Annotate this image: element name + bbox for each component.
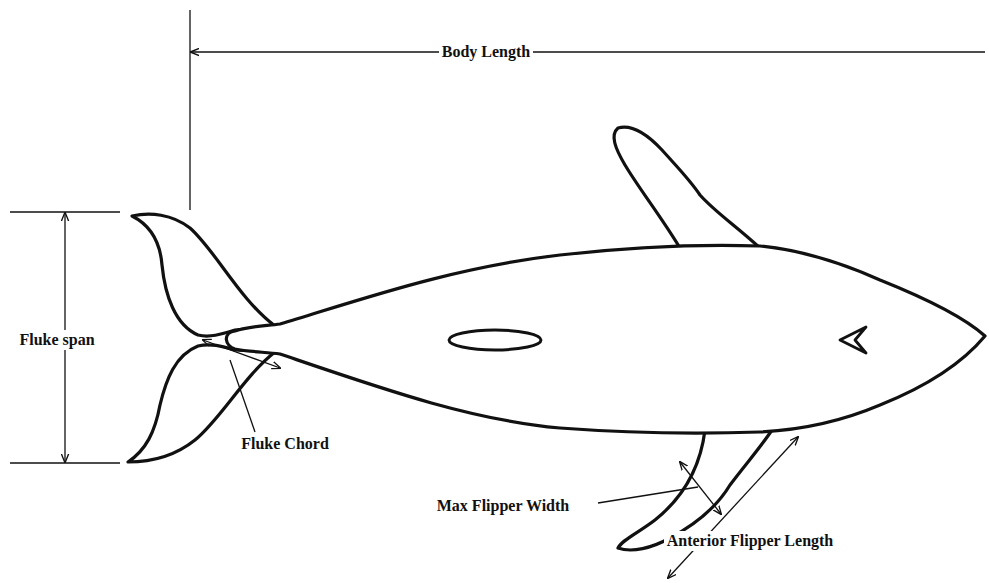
flipper <box>614 127 760 248</box>
leader-line <box>230 360 255 432</box>
leader-line <box>598 487 698 503</box>
dimension-label: Fluke span <box>16 330 97 349</box>
fluke-lobe <box>132 214 275 336</box>
dimension-label: Body Length <box>439 42 533 61</box>
extension-line <box>10 462 120 463</box>
whale-outline <box>128 127 985 550</box>
dorsal-hump <box>449 330 541 350</box>
extension-line <box>189 10 190 210</box>
extension-line <box>10 211 120 212</box>
dimension-line <box>680 462 721 514</box>
whale-body <box>226 245 985 433</box>
blowhole <box>840 327 866 353</box>
dimension-label: Max Flipper Width <box>434 496 572 515</box>
dimension-line <box>191 51 985 52</box>
dimension-label: Anterior Flipper Length <box>664 531 837 550</box>
dimension-label: Fluke Chord <box>238 434 332 453</box>
dimension-line <box>203 340 280 368</box>
dimension-line <box>668 437 798 578</box>
